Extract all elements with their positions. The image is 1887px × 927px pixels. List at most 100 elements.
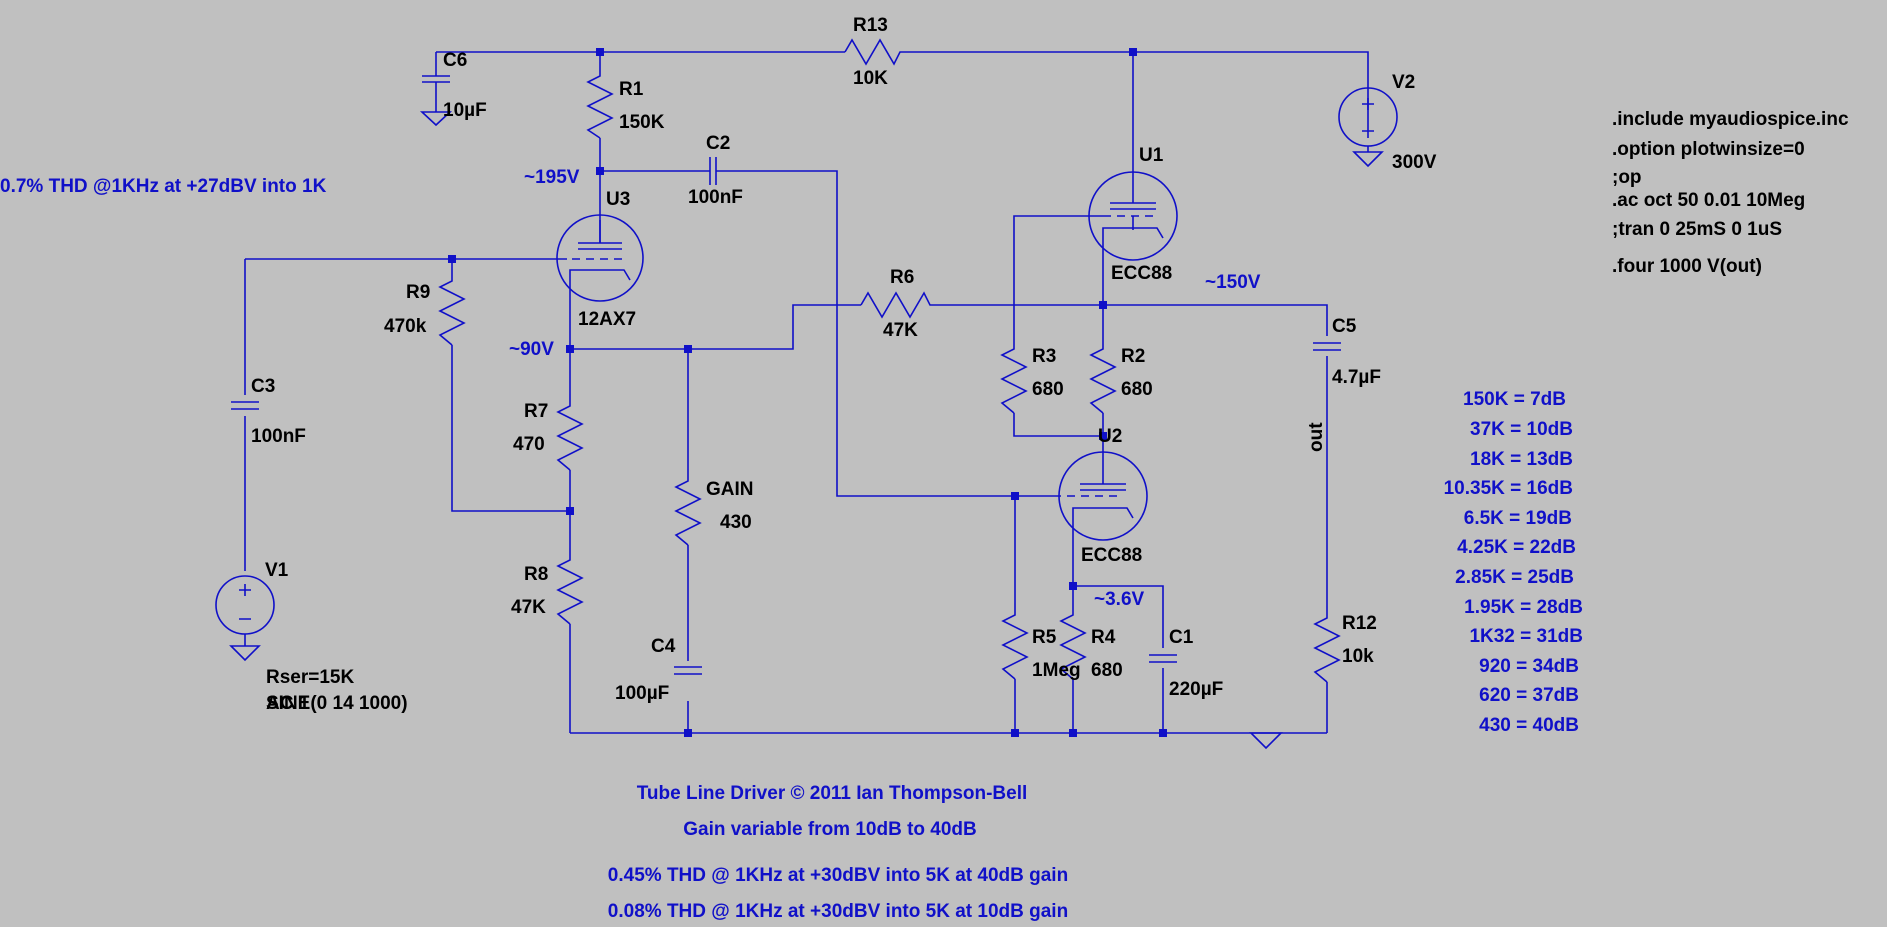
- c6-capacitor: [422, 75, 450, 112]
- gain-table-row: 6.5K = 19dB: [1464, 508, 1572, 529]
- sources: [215, 87, 1398, 646]
- footer-notes: Tube Line Driver © 2011 Ian Thompson-Bel…: [608, 783, 1068, 922]
- voltage-annotations: ~195V ~90V ~150V ~3.6V 0.7% THD @1KHz at…: [0, 167, 1327, 610]
- r9-ref: R9: [406, 282, 430, 303]
- c1-value: 220µF: [1169, 679, 1223, 700]
- c6-ref: C6: [443, 50, 467, 71]
- gain-table-row: 620 = 37dB: [1479, 685, 1579, 706]
- spice-directives: .include myaudiospice.inc .option plotwi…: [1612, 109, 1849, 277]
- r13-ref: R13: [853, 15, 888, 36]
- spice-line: .four 1000 V(out): [1612, 256, 1762, 277]
- tubes: [556, 171, 1178, 541]
- v2-value: 300V: [1392, 152, 1437, 173]
- ground-icon: [1249, 732, 1283, 750]
- c3-value: 100nF: [251, 426, 306, 447]
- r5-resistor: [1001, 603, 1029, 680]
- r4-value: 680: [1091, 660, 1123, 681]
- grounds: [229, 111, 1384, 750]
- r4-ref: R4: [1091, 627, 1116, 648]
- gain-ref: GAIN: [706, 479, 754, 500]
- voltage-u1-cathode: ~150V: [1205, 272, 1261, 293]
- c4-value: 100µF: [615, 683, 669, 704]
- spice-line: ;op: [1612, 167, 1642, 188]
- voltage-u3-plate: ~195V: [524, 167, 580, 188]
- r9-resistor: [438, 269, 466, 346]
- gain-table-row: 1.95K = 28dB: [1464, 597, 1583, 618]
- r5-value: 1Meg: [1032, 660, 1081, 681]
- footer-thd-10: 0.08% THD @ 1KHz at +30dBV into 5K at 10…: [608, 901, 1068, 922]
- c1-capacitor: [1149, 654, 1177, 663]
- spice-line: .include myaudiospice.inc: [1612, 109, 1849, 130]
- r7-ref: R7: [524, 401, 548, 422]
- u2-ref: U2: [1098, 426, 1122, 447]
- r7-value: 470: [513, 434, 545, 455]
- r4-resistor: [1059, 603, 1087, 680]
- c3-capacitor: [231, 401, 259, 410]
- r12-value: 10k: [1342, 646, 1374, 667]
- gain-table-row: 37K = 10dB: [1470, 419, 1573, 440]
- ground-icon: [419, 111, 453, 127]
- u2-value: ECC88: [1081, 545, 1142, 566]
- r1-resistor: [586, 62, 614, 139]
- c4-ref: C4: [651, 636, 676, 657]
- resistors: [438, 38, 1341, 683]
- r2-ref: R2: [1121, 346, 1145, 367]
- c3-ref: C3: [251, 376, 275, 397]
- u1-ref: U1: [1139, 145, 1164, 166]
- spice-line: ;tran 0 25mS 0 1uS: [1612, 219, 1782, 240]
- r8-resistor: [556, 548, 584, 625]
- wires: [244, 51, 1369, 734]
- c1-ref: C1: [1169, 627, 1194, 648]
- r2-resistor: [1089, 337, 1117, 414]
- c6-value: 10µF: [443, 100, 487, 121]
- v1-rser: Rser=15K: [266, 667, 354, 688]
- c2-ref: C2: [706, 133, 730, 154]
- r13-value: 10K: [853, 68, 888, 89]
- left-note: 0.7% THD @1KHz at +27dBV into 1K: [0, 176, 327, 197]
- gain-table-row: 2.85K = 25dB: [1455, 567, 1574, 588]
- c2-value: 100nF: [688, 187, 743, 208]
- gain-table-row: 1K32 = 31dB: [1469, 626, 1583, 647]
- gain-table-row: 10.35K = 16dB: [1444, 478, 1573, 499]
- out-label: out: [1306, 422, 1327, 452]
- u3-ref: U3: [606, 189, 630, 210]
- c4-capacitor: [674, 666, 702, 675]
- r13-resistor: [844, 38, 905, 66]
- c5-capacitor: [1313, 342, 1341, 351]
- u1-value: ECC88: [1111, 263, 1172, 284]
- voltage-u2-cathode: ~3.6V: [1094, 589, 1145, 610]
- gain-value: 430: [720, 512, 752, 533]
- r7-resistor: [556, 394, 584, 471]
- r1-value: 150K: [619, 112, 665, 133]
- r1-ref: R1: [619, 79, 644, 100]
- ground-icon: [1352, 151, 1384, 168]
- u2-tube: [1015, 450, 1148, 541]
- c2-capacitor: [709, 157, 728, 185]
- v1-source: [215, 575, 275, 646]
- gain-table-row: 18K = 13dB: [1470, 449, 1573, 470]
- spice-line: .ac oct 50 0.01 10Meg: [1612, 190, 1805, 211]
- r12-resistor: [1313, 606, 1341, 683]
- v2-source: [1338, 87, 1398, 152]
- r8-ref: R8: [524, 564, 548, 585]
- v1-ref: V1: [265, 560, 289, 581]
- voltage-u3-cathode: ~90V: [509, 339, 554, 360]
- footer-thd-40: 0.45% THD @ 1KHz at +30dBV into 5K at 40…: [608, 865, 1068, 886]
- footer-gain-range: Gain variable from 10dB to 40dB: [683, 819, 977, 840]
- r5-ref: R5: [1032, 627, 1057, 648]
- gain-table: 150K = 7dB 37K = 10dB 18K = 13dB 10.35K …: [1444, 389, 1583, 736]
- gain-resistor: [674, 469, 702, 546]
- gain-table-row: 4.25K = 22dB: [1457, 537, 1576, 558]
- v2-ref: V2: [1392, 72, 1415, 93]
- gain-table-row: 150K = 7dB: [1463, 389, 1566, 410]
- r6-ref: R6: [890, 267, 914, 288]
- gain-table-row: 430 = 40dB: [1479, 715, 1579, 736]
- component-labels: R13 10K C6 10µF R1 150K C2 100nF U3 12AX…: [251, 15, 1437, 714]
- v1-sine: SINE(0 14 1000): [266, 693, 408, 714]
- gain-table-row: 920 = 34dB: [1479, 656, 1579, 677]
- r3-ref: R3: [1032, 346, 1056, 367]
- r12-ref: R12: [1342, 613, 1377, 634]
- u1-tube: [1088, 171, 1178, 268]
- r3-value: 680: [1032, 379, 1064, 400]
